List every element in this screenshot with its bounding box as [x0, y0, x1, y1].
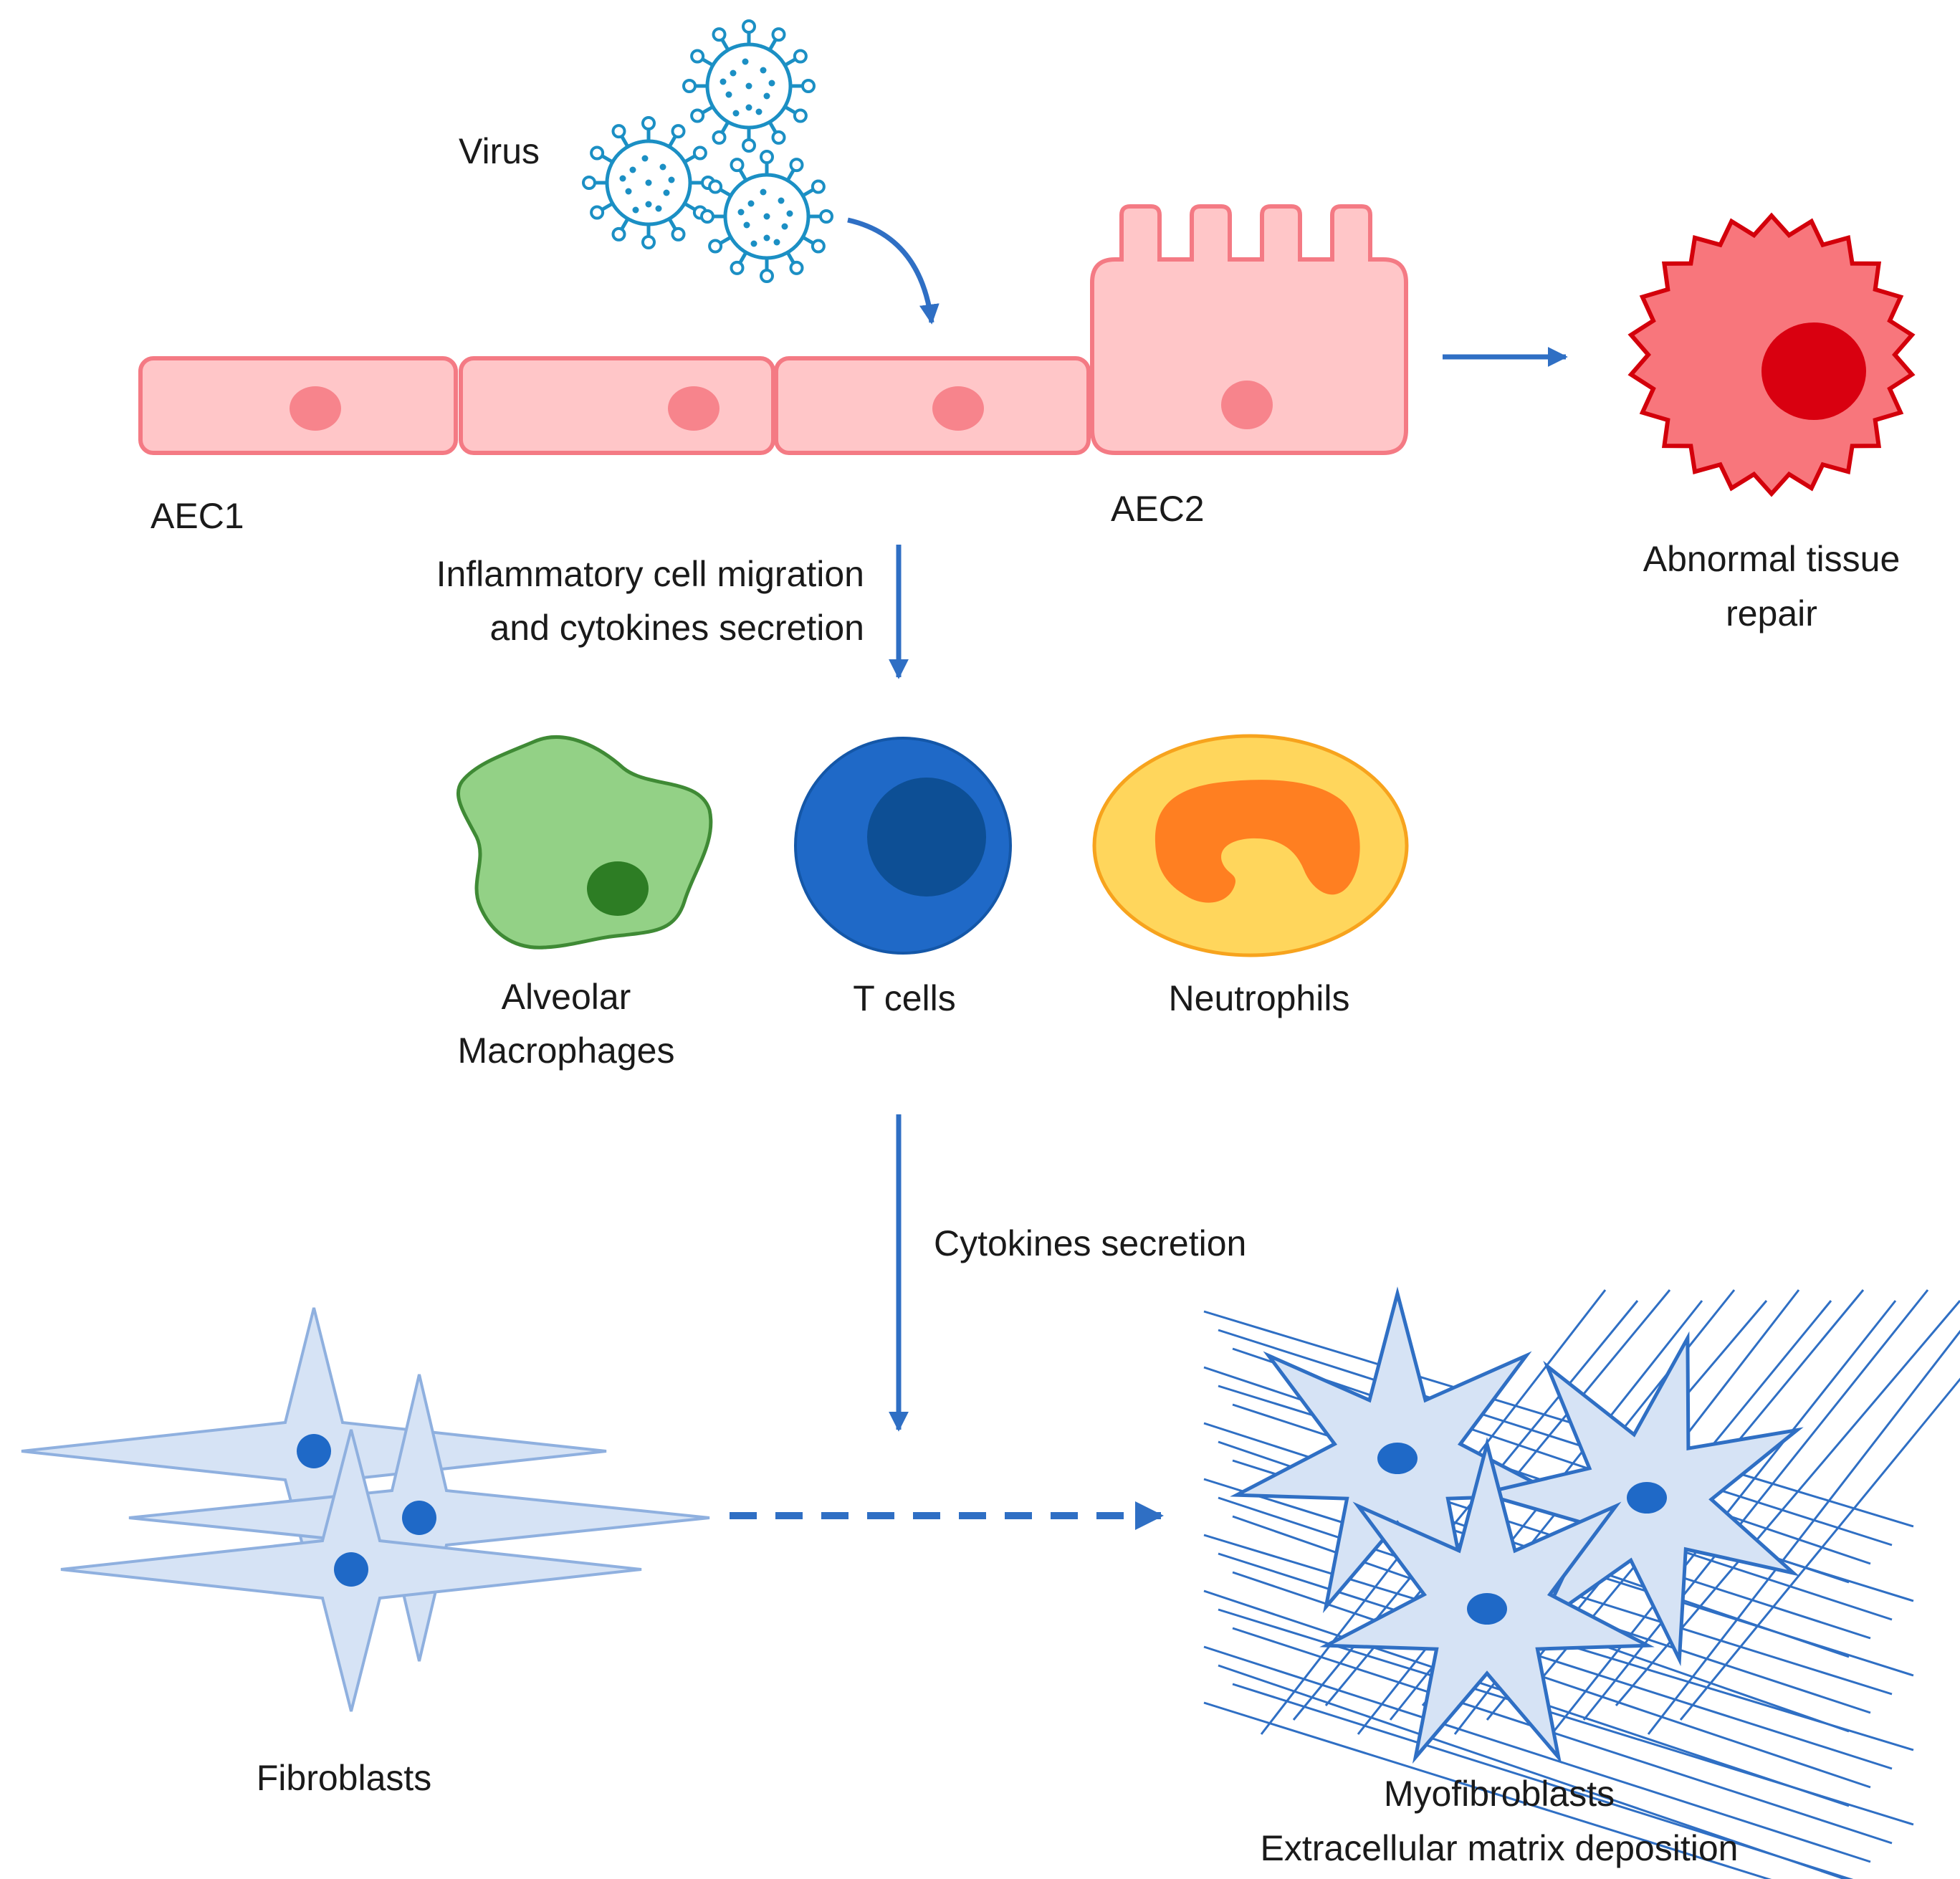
infection-arrow [847, 217, 940, 325]
virus-icon [582, 116, 715, 249]
macrophages-label-line2: Macrophages [458, 1031, 675, 1071]
tcells-label: T cells [853, 978, 956, 1018]
ecm-label: Extracellular matrix deposition [1261, 1828, 1739, 1868]
t-cell-icon [794, 737, 1012, 955]
fibroblast-icon [21, 1307, 710, 1712]
abnormal-label-line2: repair [1726, 593, 1817, 633]
virus-label: Virus [459, 131, 540, 171]
aec2-label: AEC2 [1111, 489, 1205, 529]
myofibroblast-icon [1230, 1286, 1804, 1764]
cytokines-label: Cytokines secretion [934, 1223, 1246, 1263]
abnormal-label-line1: Abnormal tissue [1643, 539, 1901, 579]
inflammatory-label-line2: and cytokines secretion [489, 608, 864, 648]
inflammatory-label-line1: Inflammatory cell migration [436, 554, 864, 594]
virus-icon [682, 19, 816, 153]
virus-group [582, 19, 833, 283]
abnormal-cell-icon [1627, 212, 1916, 497]
aec1-cell-icon [774, 356, 1091, 455]
myofibroblasts-label: Myofibroblasts [1384, 1774, 1615, 1814]
macrophages-label-line1: Alveolar [502, 977, 631, 1017]
aec1-label: AEC1 [150, 496, 244, 536]
aec1-cell-icon [459, 356, 775, 455]
fibroblasts-label: Fibroblasts [257, 1758, 432, 1798]
neutrophils-label: Neutrophils [1169, 978, 1350, 1018]
macrophage-icon [456, 735, 713, 950]
neutrophil-icon [1092, 734, 1409, 957]
virus-icon [700, 150, 833, 283]
aec1-cell-icon [138, 356, 458, 455]
aec2-cell-icon [1090, 204, 1408, 455]
